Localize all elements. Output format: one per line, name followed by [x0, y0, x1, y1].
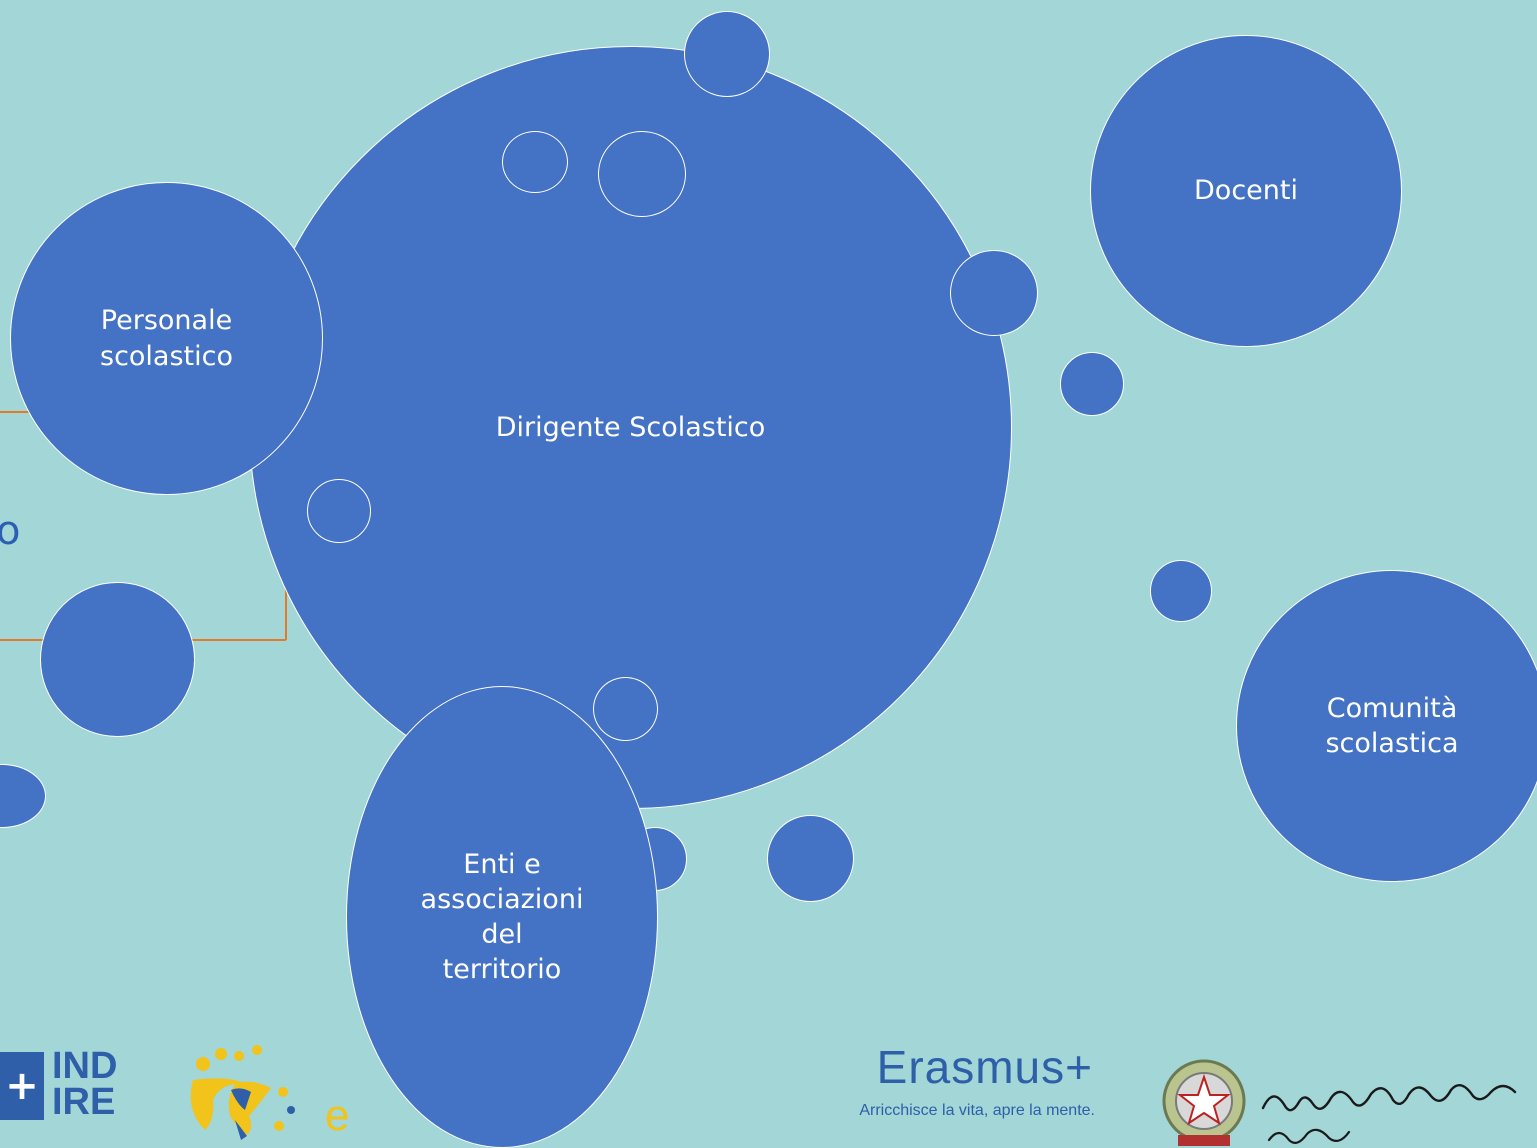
small-bubble — [684, 11, 770, 97]
small-bubble — [950, 250, 1038, 336]
node-docenti-label: Docenti — [1194, 175, 1298, 207]
hollow-circle — [593, 677, 658, 741]
node-personale-label: Personale scolastico — [100, 305, 233, 372]
node-docenti: Docenti — [1090, 35, 1402, 347]
hollow-circle — [307, 479, 371, 543]
small-bubble — [40, 582, 195, 737]
small-bubble — [1060, 352, 1124, 416]
erasmus-logo: Erasmus+ Arricchisce la vita, apre la me… — [675, 1040, 1095, 1120]
etwinning-star — [252, 1045, 262, 1055]
indire-wordmark: IND IRE — [52, 1045, 118, 1123]
etwinning-figure-blue — [231, 1088, 251, 1140]
republic-emblem-icon — [1162, 1059, 1246, 1146]
small-bubble — [1150, 560, 1212, 622]
node-enti-associazioni: Enti e associazioni del territorio — [346, 686, 658, 1148]
connector-line-top — [0, 411, 40, 413]
etwinning-letter: e — [325, 1091, 349, 1140]
node-comunita-label: Comunità scolastica — [1325, 692, 1459, 759]
etwinning-star — [274, 1121, 284, 1131]
partial-title-text: o — [0, 508, 21, 554]
node-personale-scolastico: Personale scolastico — [10, 182, 323, 495]
hollow-circle — [598, 131, 686, 217]
ministero-title-script — [1261, 1084, 1517, 1144]
etwinning-figure — [190, 1078, 271, 1136]
etwinning-star — [196, 1057, 210, 1071]
hollow-circle — [502, 131, 568, 193]
etwinning-logo: e — [190, 1045, 349, 1140]
etwinning-star — [234, 1051, 244, 1061]
small-bubble — [0, 764, 46, 828]
node-dirigente-label: Dirigente Scolastico — [495, 411, 766, 443]
indire-logo: + IND IRE — [0, 1030, 160, 1146]
etwinning-star — [215, 1048, 227, 1060]
small-bubble — [767, 815, 854, 902]
etwinning-star — [287, 1106, 295, 1114]
connector-line-vertical — [285, 585, 287, 640]
indire-plus-block: + — [0, 1052, 44, 1120]
node-comunita-scolastica: Comunità scolastica — [1236, 570, 1537, 882]
etwinning-star — [278, 1087, 288, 1097]
erasmus-title: Erasmus+ — [876, 1041, 1093, 1093]
erasmus-tagline: Arricchisce la vita, apre la mente. — [859, 1102, 1095, 1119]
node-enti-label: Enti e associazioni del territorio — [420, 848, 584, 986]
